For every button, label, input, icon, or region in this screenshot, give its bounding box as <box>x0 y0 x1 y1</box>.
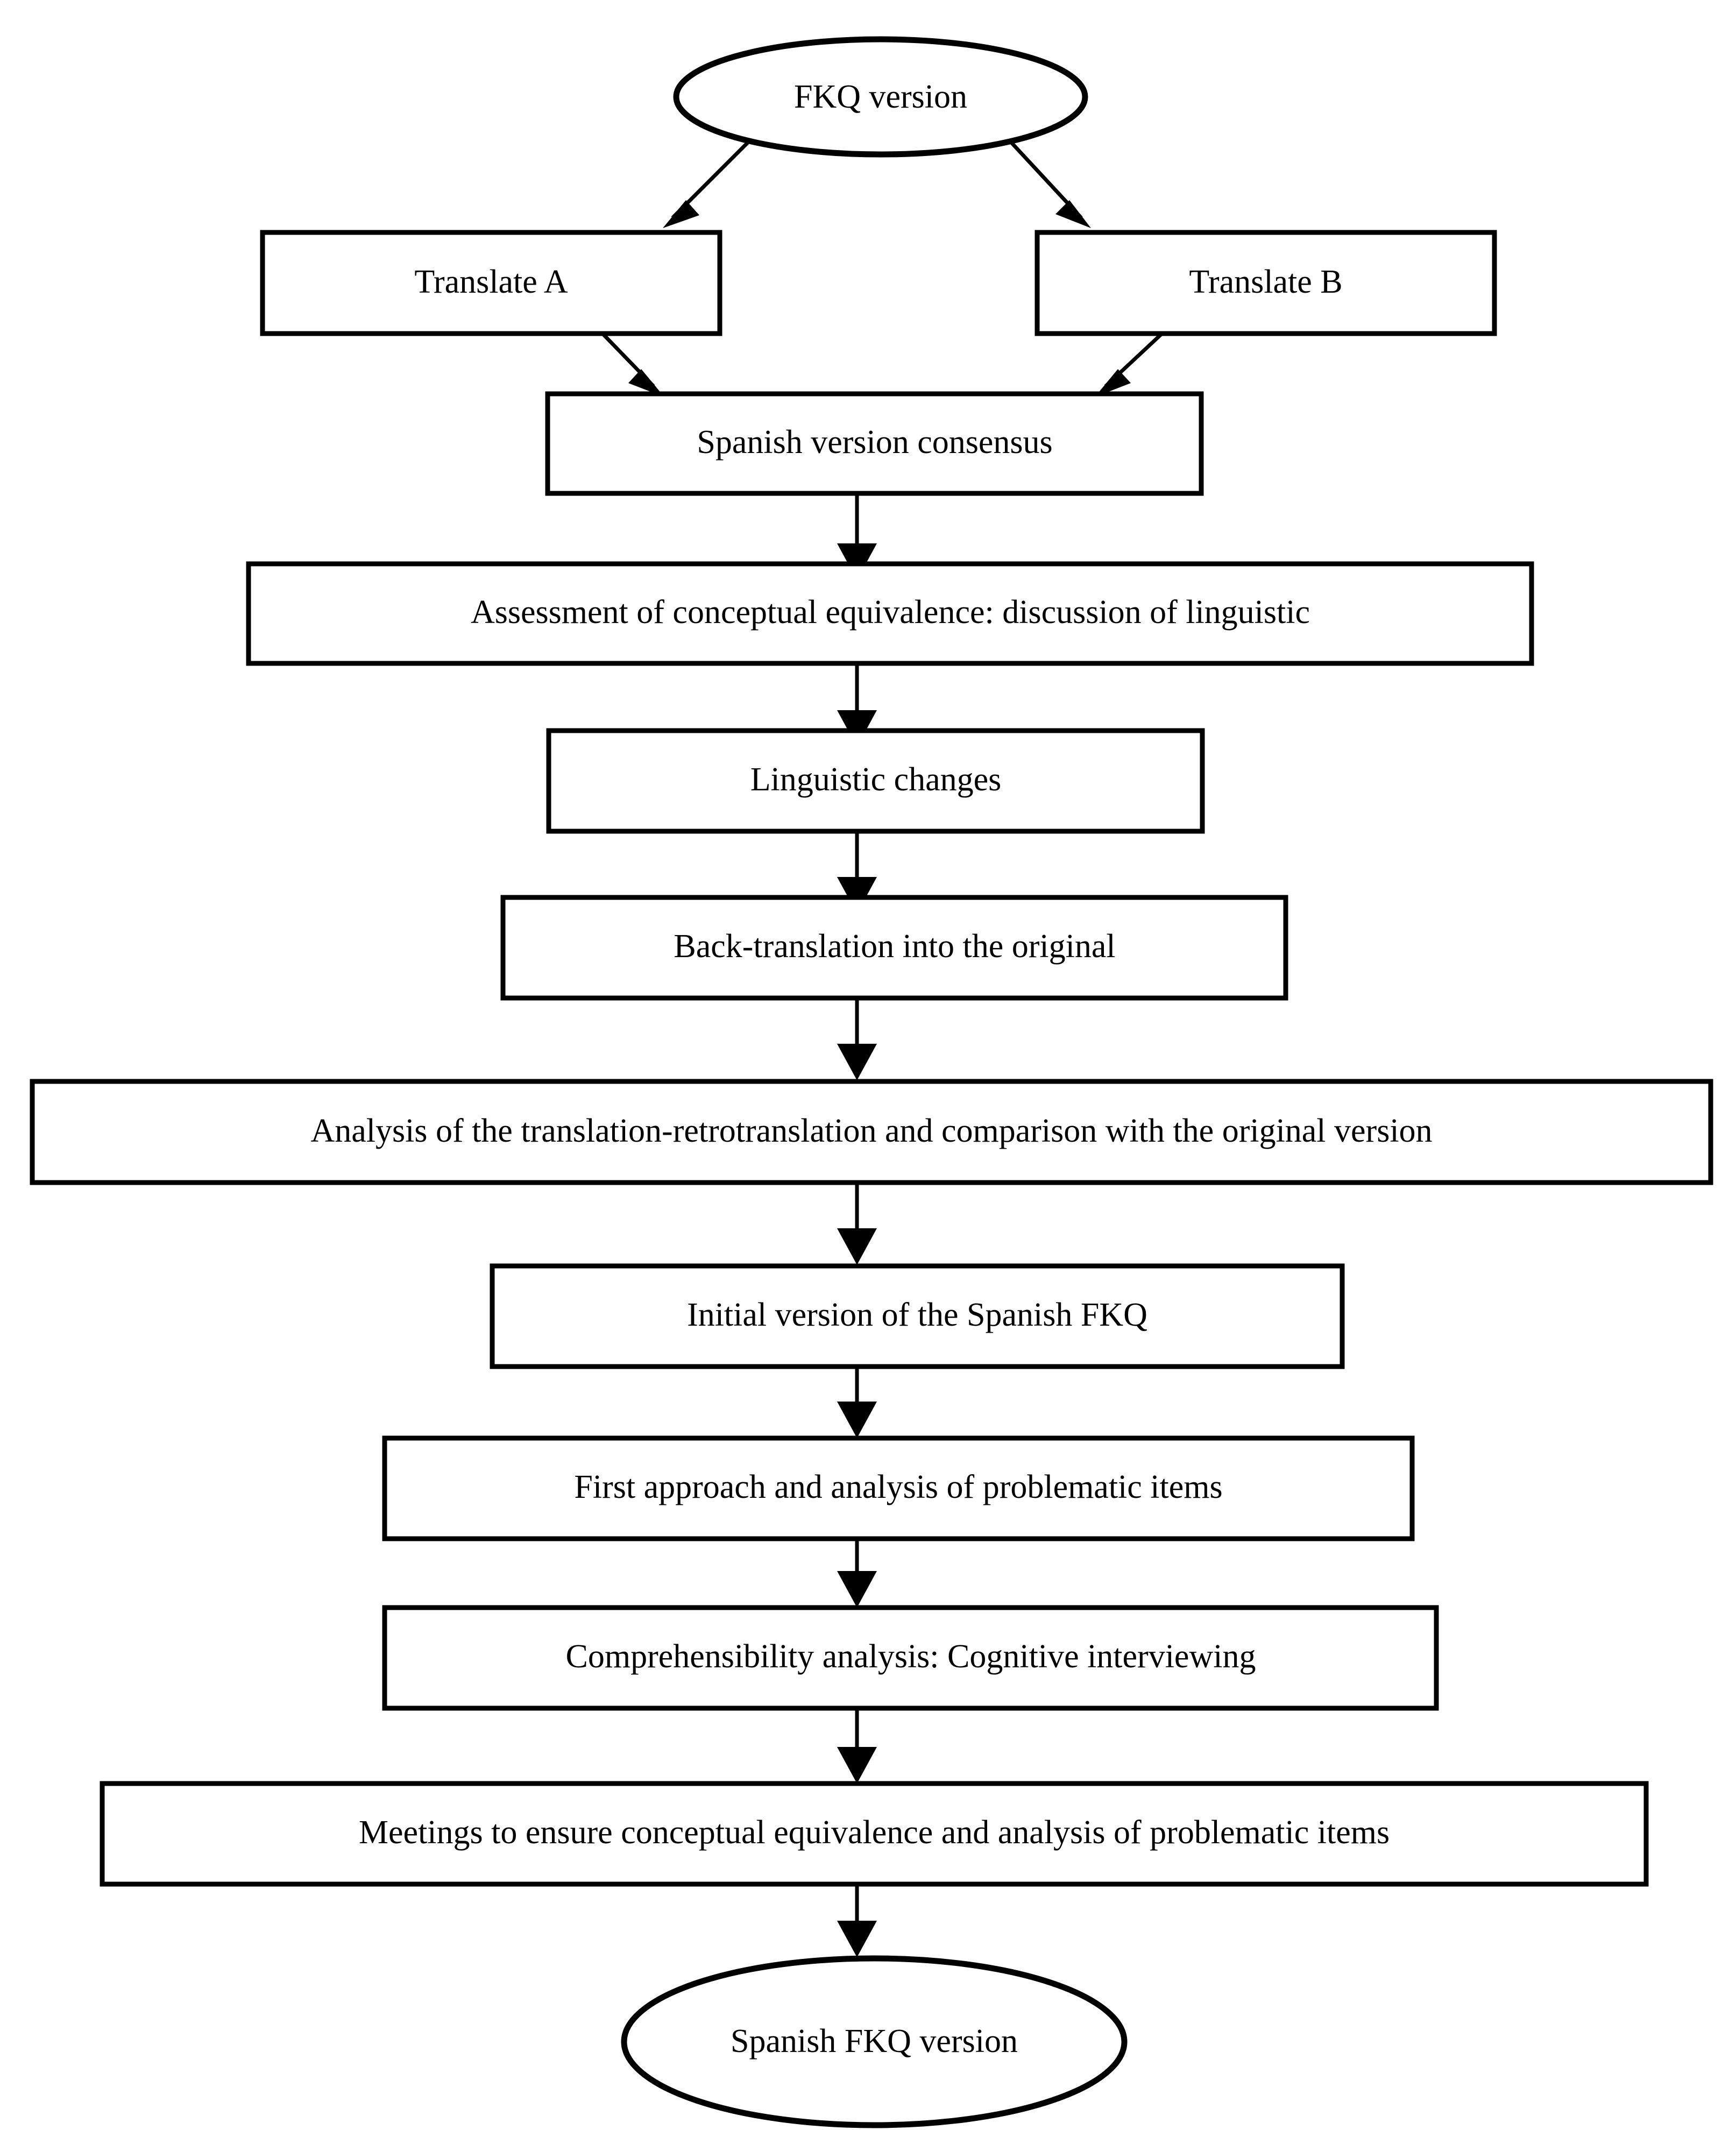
node-meetings-conceptual-equivalence[interactable]: Meetings to ensure conceptual equivalenc… <box>100 1781 1649 1887</box>
edge-back-translation-to-analysis <box>837 998 877 1080</box>
initial-version-spanish-fkq-box <box>490 1263 1345 1369</box>
node-fkq-version[interactable]: FKQ version <box>673 36 1088 158</box>
spanish-version-consensus-label: Spanish version consensus <box>697 424 1052 461</box>
edge-fkq-version-to-translate-b <box>1010 141 1091 228</box>
analysis-translation-retrotranslation-label: Analysis of the translation-retrotransla… <box>310 1113 1432 1149</box>
node-initial-version-spanish-fkq[interactable]: Initial version of the Spanish FKQ <box>490 1263 1345 1369</box>
node-spanish-version-consensus[interactable]: Spanish version consensus <box>545 391 1204 496</box>
edge-translate-a-to-consensus <box>601 332 664 397</box>
edge-meetings-to-spanish-fkq-version <box>837 1884 877 1957</box>
meetings-conceptual-equivalence-label: Meetings to ensure conceptual equivalenc… <box>359 1814 1390 1851</box>
node-translate-b[interactable]: Translate B <box>1034 230 1497 336</box>
fkq-version-ellipse <box>673 36 1088 158</box>
edge-translate-b-to-consensus <box>1095 332 1164 397</box>
first-approach-problematic-items-label: First approach and analysis of problemat… <box>574 1469 1222 1505</box>
initial-version-spanish-fkq-label: Initial version of the Spanish FKQ <box>687 1297 1147 1333</box>
node-first-approach-problematic-items[interactable]: First approach and analysis of problemat… <box>382 1435 1415 1541</box>
linguistic-changes-box <box>546 728 1205 834</box>
node-linguistic-changes[interactable]: Linguistic changes <box>546 728 1205 834</box>
node-spanish-fkq-version[interactable]: Spanish FKQ version <box>621 1955 1128 2128</box>
translate-b-box <box>1034 230 1497 336</box>
translate-a-label: Translate A <box>414 264 568 300</box>
assessment-conceptual-equivalence-box <box>246 561 1534 666</box>
node-comprehensibility-analysis[interactable]: Comprehensibility analysis: Cognitive in… <box>382 1605 1439 1711</box>
translate-a-box <box>260 230 722 336</box>
node-translate-a[interactable]: Translate A <box>260 230 722 336</box>
edge-first-approach-to-comprehensibility <box>837 1539 877 1608</box>
translate-b-label: Translate B <box>1189 264 1342 300</box>
comprehensibility-analysis-label: Comprehensibility analysis: Cognitive in… <box>566 1638 1256 1675</box>
first-approach-problematic-items-box <box>382 1435 1415 1541</box>
edge-analysis-to-initial-version <box>837 1183 877 1265</box>
node-back-translation[interactable]: Back-translation into the original <box>500 895 1288 1001</box>
analysis-translation-retrotranslation-box <box>30 1079 1713 1185</box>
node-assessment-conceptual-equivalence[interactable]: Assessment of conceptual equivalence: di… <box>246 561 1534 666</box>
back-translation-box <box>500 895 1288 1001</box>
edge-comprehensibility-to-meetings <box>837 1708 877 1784</box>
meetings-conceptual-equivalence-box <box>100 1781 1649 1887</box>
spanish-fkq-version-label: Spanish FKQ version <box>731 2023 1018 2060</box>
back-translation-label: Back-translation into the original <box>674 928 1115 965</box>
spanish-version-consensus-box <box>545 391 1204 496</box>
spanish-fkq-version-ellipse <box>621 1955 1128 2128</box>
edge-initial-version-to-first-approach <box>837 1367 877 1438</box>
assessment-conceptual-equivalence-label: Assessment of conceptual equivalence: di… <box>471 594 1310 631</box>
node-analysis-translation-retrotranslation[interactable]: Analysis of the translation-retrotransla… <box>30 1079 1713 1185</box>
comprehensibility-analysis-box <box>382 1605 1439 1711</box>
edge-fkq-version-to-translate-a <box>663 141 749 228</box>
linguistic-changes-label: Linguistic changes <box>750 761 1002 798</box>
fkq-version-label: FKQ version <box>794 79 967 115</box>
